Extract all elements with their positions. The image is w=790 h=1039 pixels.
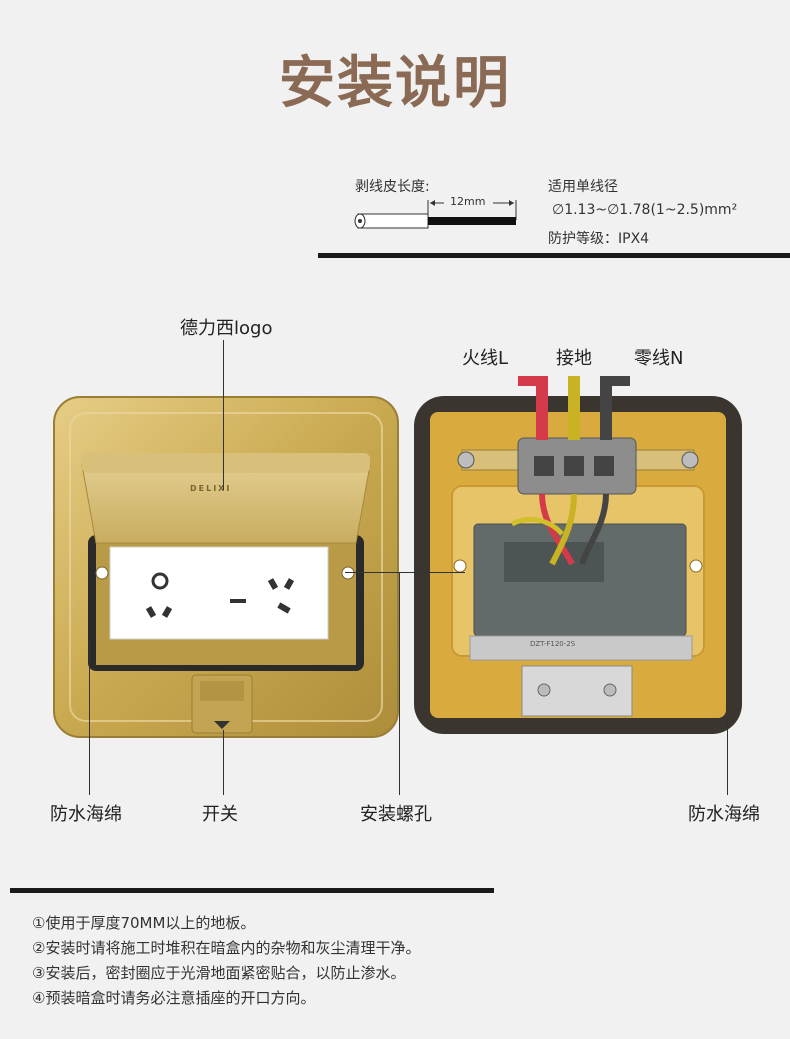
leader-sponge-left xyxy=(89,640,90,795)
module-code: DZT-F120-2S xyxy=(530,640,576,648)
protection-rating: 防护等级：IPX4 xyxy=(548,231,650,247)
ground-wire xyxy=(568,376,580,440)
wire-gauge-value: ∅1.13~∅1.78(1~2.5)mm² xyxy=(552,202,738,218)
leader-logo xyxy=(223,340,224,490)
floor-socket-open xyxy=(414,394,742,734)
wire-strip-diagram xyxy=(354,200,517,229)
label-switch: 开关 xyxy=(202,804,238,825)
label-sponge-right: 防水海绵 xyxy=(688,804,760,825)
leader-switch xyxy=(223,730,224,795)
label-logo: 德力西logo xyxy=(180,318,273,339)
leader-screw-hole-v xyxy=(399,572,400,795)
label-screw-hole: 安装螺孔 xyxy=(360,804,432,825)
strip-length-label: 剥线皮长度: xyxy=(355,179,430,195)
label-sponge-left: 防水海绵 xyxy=(50,804,122,825)
note-2: ②安装时请将施工时堆积在暗盒内的杂物和灰尘清理干净。 xyxy=(32,939,421,957)
neutral-wire xyxy=(600,376,612,440)
note-3: ③安装后，密封圈应于光滑地面紧密贴合，以防止渗水。 xyxy=(32,964,406,982)
wire-gauge-label: 适用单线径 xyxy=(548,179,618,195)
note-1: ①使用于厚度70MM以上的地板。 xyxy=(32,914,256,932)
leader-sponge-right xyxy=(727,720,728,795)
live-wire-bend xyxy=(518,376,548,386)
neutral-wire-bend xyxy=(600,376,630,386)
label-neutral-wire: 零线N xyxy=(634,348,684,369)
label-ground-wire: 接地 xyxy=(556,348,592,369)
brand-logo: DELIXI xyxy=(190,484,232,493)
leader-screw-hole-h xyxy=(345,572,465,573)
live-wire xyxy=(536,376,548,440)
label-live-wire: 火线L xyxy=(462,348,509,369)
strip-length-value: 12mm xyxy=(450,195,486,208)
floor-socket-closed xyxy=(53,396,399,738)
spec-divider xyxy=(318,253,790,258)
notes-divider xyxy=(10,888,494,893)
page-title: 安装说明 xyxy=(279,51,511,116)
note-4: ④预装暗盒时请务必注意插座的开口方向。 xyxy=(32,989,316,1007)
